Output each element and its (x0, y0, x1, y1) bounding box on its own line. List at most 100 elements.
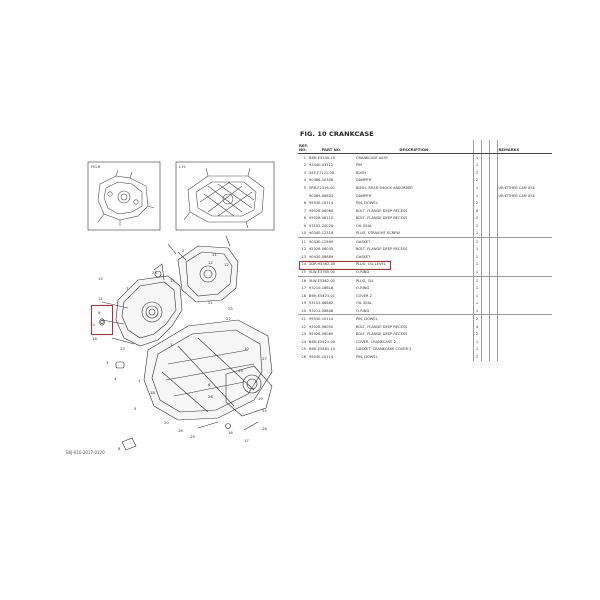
part-number-cell: 2DP-H5362-00 (309, 262, 336, 267)
description-cell: BOLT, FLANGE DEEP RECESS (356, 216, 408, 221)
part-number-cell: 99530-10114 (309, 354, 334, 359)
col-cell (480, 306, 489, 315)
col-cell (480, 153, 489, 162)
remarks-cell: UR:EITHER CAN USE (496, 191, 552, 200)
col-cell (480, 353, 489, 361)
callout: 2 (182, 248, 185, 253)
remarks-cell (496, 221, 552, 230)
col-cell (480, 330, 489, 339)
part-number-cell: 93102-08682 (309, 301, 334, 306)
ref-cell: 19 (301, 301, 306, 306)
quantity-cell: 2 (472, 314, 481, 324)
col-cell (480, 237, 489, 246)
part-number-cell: B6H-E5423-01 (309, 293, 336, 298)
part-number-cell: 5RR-F2316-00 (309, 185, 335, 190)
ref-cell: 21 (298, 314, 308, 324)
description-cell: OIL SEAL (356, 301, 373, 306)
col-cell (488, 214, 497, 222)
remarks-cell (496, 229, 552, 238)
col-cell (488, 284, 497, 292)
description-cell: PIN (356, 163, 362, 168)
col-cell (488, 275, 497, 285)
remarks-cell (496, 284, 552, 292)
part-number-cell: 99530-10114 (308, 314, 355, 324)
callout: 12 (224, 262, 229, 267)
part-number-cell: 90386-10308 (309, 178, 334, 183)
part-number-cell: 5LW-E5362-00 (308, 275, 355, 285)
remarks-cell (496, 199, 552, 207)
description-cell: PLUG, STRAIGHT SCREW (356, 231, 400, 236)
callout: 26 (208, 394, 213, 399)
quantity-cell: 1 (472, 245, 481, 254)
description-cell: BOLT, FLANGE DEEP RECESS (356, 247, 408, 252)
col-cell (488, 176, 497, 185)
callout: 6 (208, 382, 211, 387)
col-cell (480, 245, 489, 254)
quantity-cell: 4 (472, 323, 481, 331)
col-cell (480, 275, 489, 285)
ref-cell: 13 (301, 254, 306, 259)
part-number-cell: 95026-06050 (309, 324, 334, 329)
callout: 17 (244, 438, 249, 443)
description-cell: BOLT, FLANGE DEEP RECESS (356, 324, 408, 329)
description-cell: PIN, DOWEL (356, 201, 378, 206)
callout: 18 (92, 336, 97, 341)
col-cell (488, 161, 497, 170)
part-number-cell: 93210-18618 (309, 286, 334, 291)
inset-left-drawing (97, 169, 155, 226)
remarks-cell (496, 299, 552, 307)
inset-left-box (87, 161, 161, 231)
col-cell (480, 260, 489, 269)
ref-cell: 7 (303, 208, 306, 213)
remarks-cell (496, 253, 552, 261)
remarks-cell (496, 237, 552, 246)
remarks-cell (496, 206, 552, 215)
part-number-cell: 90340-12318 (309, 231, 334, 236)
quantity-cell: 1 (472, 291, 481, 300)
ref-cell: 23 (301, 332, 306, 337)
ref-cell: 4 (303, 178, 306, 183)
quantity-cell: 1 (472, 237, 481, 246)
callout: 7 (126, 286, 129, 291)
col-cell (480, 291, 489, 300)
description-cell: PIN, DOWEL (356, 354, 378, 359)
callout: 3 (106, 360, 109, 365)
ref-cell: 11 (298, 237, 308, 246)
quantity-cell: 2 (472, 199, 481, 207)
ref-cell: 20 (301, 308, 306, 313)
ref-cell: 2 (303, 163, 306, 168)
header-remarks: REMARKS (496, 140, 552, 154)
quantity-cell: 1 (472, 284, 481, 292)
col-cell (488, 260, 497, 269)
col-cell (480, 184, 489, 192)
col-cell (480, 191, 489, 200)
col-cell (488, 169, 497, 177)
oil-seal-part (99, 318, 105, 326)
col-cell (488, 221, 497, 230)
ref-cell: 10 (301, 231, 306, 236)
part-number-cell: 93440-03312 (309, 163, 334, 168)
col-cell (480, 284, 489, 292)
remarks-cell (496, 338, 552, 346)
callout: 1 (138, 378, 141, 383)
col-cell (488, 353, 497, 361)
ref-cell: 1 (303, 155, 306, 160)
remarks-cell (496, 345, 552, 354)
col-cell (480, 199, 489, 207)
quantity-cell: 1 (472, 260, 481, 269)
ref-cell: 16 (298, 275, 308, 285)
part-number-cell: 5LW-E3765-00 (309, 269, 335, 274)
header-ref: REF. NO. (298, 140, 308, 154)
part-number-cell: 95026-06060 (309, 332, 334, 337)
callout: 10 (244, 346, 249, 351)
